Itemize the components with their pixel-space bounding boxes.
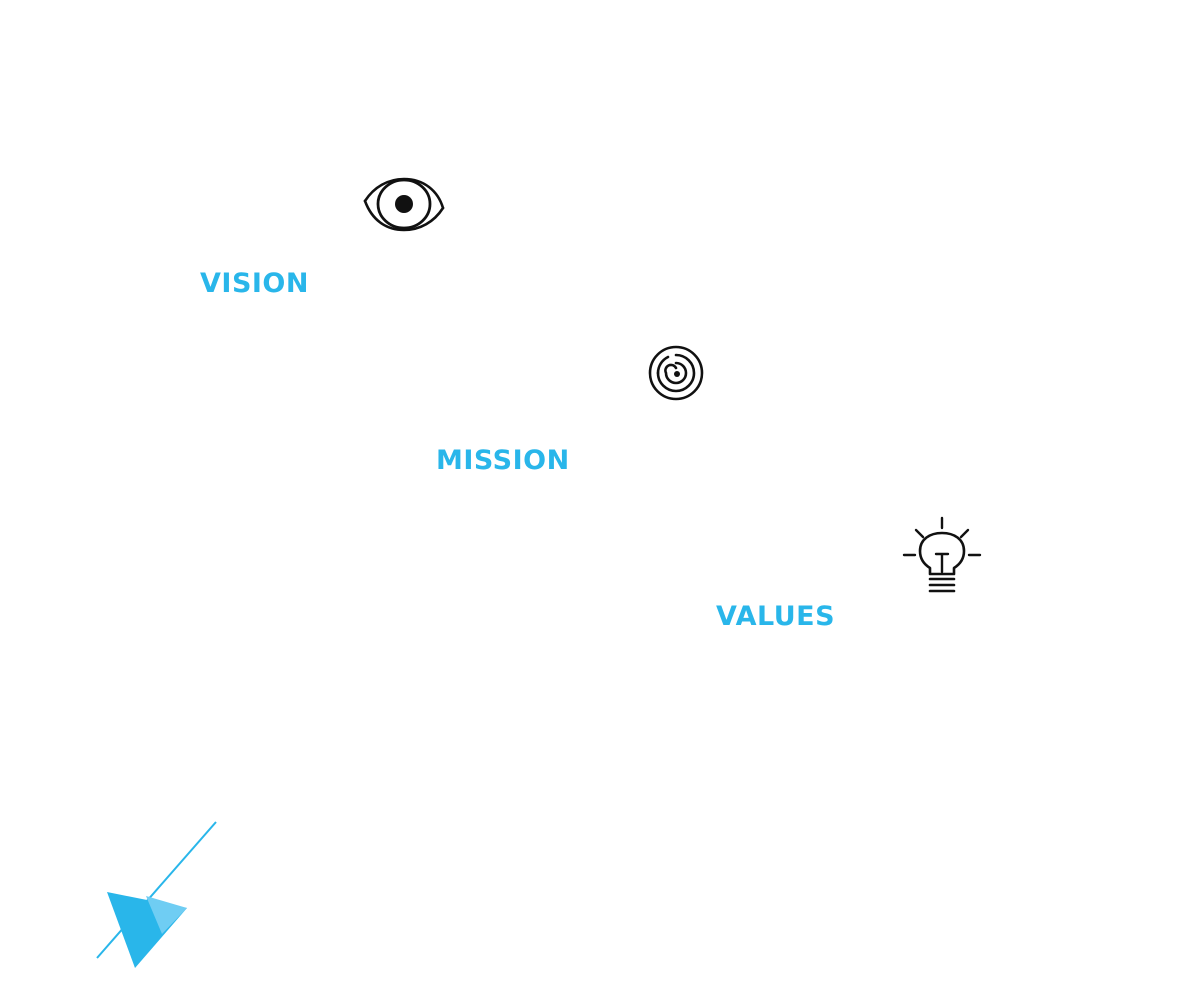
lightbulb-icon [902, 516, 982, 593]
spiral-icon [648, 345, 704, 401]
values-heading: VALUES [716, 601, 836, 632]
arrow-triangle-graphic [96, 821, 217, 968]
vision-heading: VISION [200, 268, 309, 299]
mission-heading: MISSION [436, 445, 570, 476]
eye-icon [363, 177, 445, 232]
